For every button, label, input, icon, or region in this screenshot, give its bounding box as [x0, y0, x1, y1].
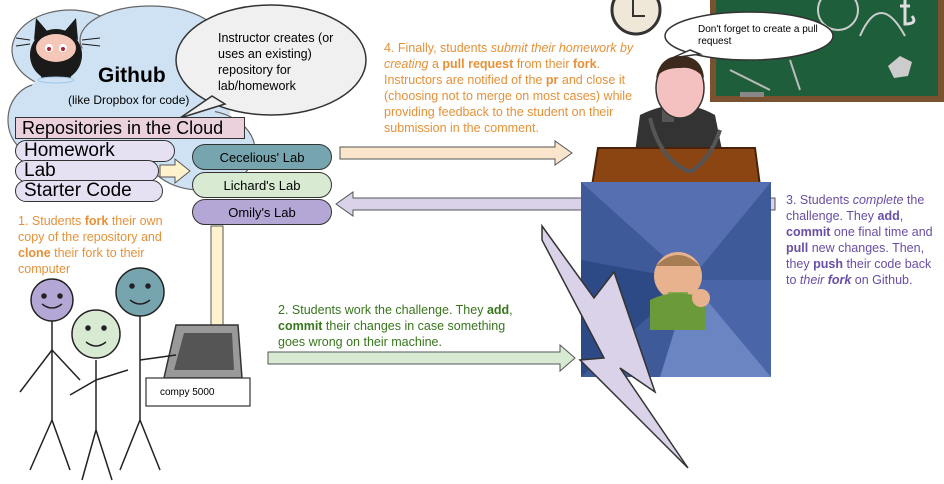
fork-label: Omily's Lab — [228, 204, 296, 220]
repo-label: Lab — [24, 160, 56, 181]
fork-label: Lichard's Lab — [223, 177, 301, 193]
computer-label: compy 5000 — [160, 387, 215, 398]
fork-lichard[interactable]: Lichard's Lab — [192, 172, 332, 198]
repo-homework[interactable]: Homework — [15, 140, 175, 162]
repos-header-box — [15, 117, 245, 139]
step-1-text: 1. Students fork their own copy of the r… — [18, 214, 163, 276]
fork-label: Cecelious' Lab — [219, 149, 305, 165]
repos-header: Repositories in the Cloud — [22, 118, 224, 138]
student-figures-icon — [19, 267, 177, 481]
fork-omily[interactable]: Omily's Lab — [192, 199, 332, 225]
instructor-bubble-text: Instructor creates (or uses an existing)… — [218, 31, 334, 93]
fork-cecelious[interactable]: Cecelious' Lab — [192, 144, 332, 170]
repo-label: Homework — [24, 140, 115, 161]
step-3-text: 3. Students complete the challenge. They… — [786, 193, 933, 287]
repo-lab[interactable]: Lab — [15, 160, 159, 182]
step-2-text: 2. Students work the challenge. They add… — [278, 303, 513, 349]
repo-label: Starter Code — [24, 180, 132, 201]
repo-starter-code[interactable]: Starter Code — [15, 180, 163, 202]
github-subtitle: (like Dropbox for code) — [68, 93, 190, 107]
step-4-text: 4. Finally, students submit their homewo… — [384, 41, 634, 135]
github-title: Github — [98, 64, 166, 87]
reminder-bubble-text: Don't forget to create a pull request — [698, 24, 818, 47]
reminder-bubble — [664, 11, 834, 61]
instructor-bubble — [175, 4, 367, 119]
lightning-bolt-icon — [541, 223, 689, 469]
octocat-icon — [15, 18, 101, 84]
laptop-icon — [145, 324, 251, 407]
clock-icon — [610, 0, 662, 36]
